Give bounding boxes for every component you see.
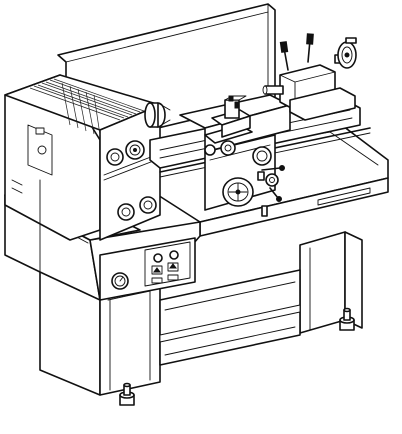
headstock-fins <box>29 78 145 136</box>
thread-dial <box>265 173 279 187</box>
under-shelf <box>159 269 301 366</box>
half-nut-lever <box>269 187 282 202</box>
cross-feed-handle <box>204 140 236 156</box>
left-stand <box>39 269 161 406</box>
tailstock <box>262 33 357 121</box>
handwheel-icon <box>222 177 268 217</box>
switch-cluster <box>151 250 179 284</box>
gearbox-knob-right <box>139 196 157 214</box>
gauge-icon <box>111 272 129 290</box>
handwheel-grip <box>261 205 268 217</box>
tailstock-handwheel-grip <box>345 37 357 44</box>
tool-post <box>224 95 247 119</box>
end-cover <box>4 179 41 273</box>
feed-selector-knob <box>125 140 145 160</box>
foot-bolt-left <box>119 382 135 406</box>
nameplate <box>317 187 371 206</box>
control-panel <box>99 237 196 301</box>
gearbox-knob-left <box>117 203 135 221</box>
speed-selector-knob <box>106 148 124 166</box>
tailstock-handwheel <box>337 37 357 69</box>
headstock <box>4 74 161 241</box>
door-latch <box>37 145 47 155</box>
carriage-lock <box>257 171 265 181</box>
feed-lever <box>261 165 285 171</box>
foot-bolt-right <box>339 307 355 331</box>
tailstock-quill <box>262 85 284 95</box>
right-stand <box>299 231 363 334</box>
gauge-icon <box>252 146 272 166</box>
chuck-icon <box>144 102 171 128</box>
